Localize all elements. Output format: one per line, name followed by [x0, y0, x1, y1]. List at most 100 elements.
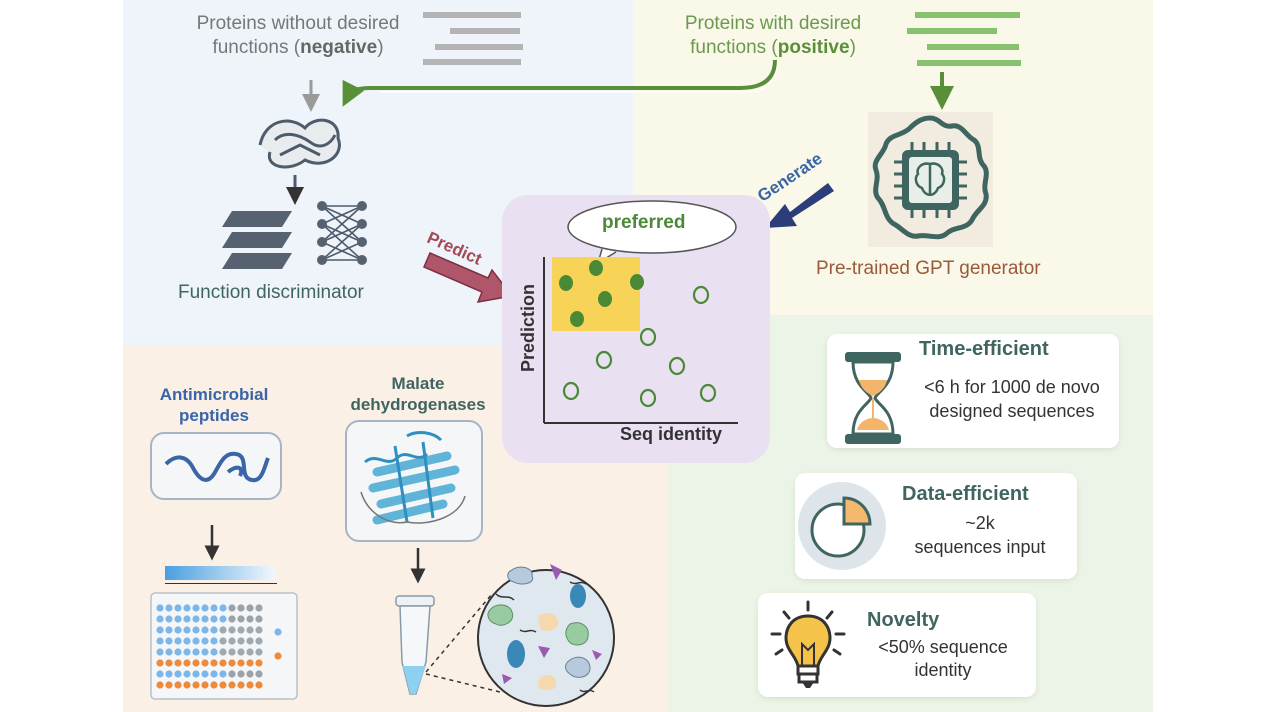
plate-well	[201, 670, 209, 678]
positive-keyword: positive	[777, 37, 850, 58]
plate-well	[192, 648, 200, 656]
gpt-generator-label: Pre-trained GPT generator	[816, 258, 1041, 279]
plate-well	[183, 681, 191, 689]
data-efficient-line2: sequences input	[914, 537, 1046, 557]
preferred-label: preferred	[602, 212, 686, 233]
plot-ylabel: Prediction	[518, 283, 538, 372]
seq-bar	[423, 12, 521, 18]
preferred-bubble	[567, 200, 737, 254]
plate-well	[246, 615, 254, 623]
plate-well	[192, 604, 200, 612]
plate-well	[165, 637, 173, 645]
plate-well	[183, 670, 191, 678]
plate-well	[255, 681, 263, 689]
mdh-title: Malate dehydrogenases	[350, 374, 486, 414]
seq-bar	[435, 44, 523, 50]
plate-well	[237, 659, 245, 667]
plate-well	[210, 681, 218, 689]
plate-well	[219, 681, 227, 689]
plate-well	[237, 637, 245, 645]
open-point	[699, 383, 717, 403]
plate-legend-dot	[274, 652, 282, 660]
plate-well	[210, 648, 218, 656]
microcentrifuge-tube	[395, 595, 435, 695]
plate-well	[192, 637, 200, 645]
prediction-plot	[543, 200, 738, 424]
plate-well	[183, 637, 191, 645]
plate-well	[165, 648, 173, 656]
plate-well	[201, 648, 209, 656]
plate-well	[219, 615, 227, 623]
novelty-line1: <50% sequence	[878, 637, 1008, 657]
plate-well	[210, 626, 218, 634]
data-efficient-title: Data-efficient	[902, 483, 1029, 505]
positive-curve-shadow	[380, 59, 779, 93]
mdh-structure-icon	[360, 431, 466, 525]
plate-well	[165, 670, 173, 678]
plate-well	[156, 637, 164, 645]
plate-well	[174, 659, 182, 667]
open-point	[692, 285, 710, 305]
plate-well	[156, 648, 164, 656]
plate-well	[219, 637, 227, 645]
positive-line1: Proteins with desired	[684, 13, 862, 34]
plate-well	[156, 615, 164, 623]
open-point	[595, 350, 613, 370]
plate-well	[255, 670, 263, 678]
plate-well	[192, 681, 200, 689]
plate-well	[246, 637, 254, 645]
plate-well	[192, 615, 200, 623]
concentration-gradient-bar	[165, 566, 275, 580]
seq-bar	[917, 60, 1021, 66]
plate-well	[246, 648, 254, 656]
plate-well	[237, 615, 245, 623]
plate-well	[183, 626, 191, 634]
plate-well	[237, 681, 245, 689]
plate-well	[183, 604, 191, 612]
peptide-box	[150, 432, 282, 500]
plate-well	[210, 659, 218, 667]
plate-well	[201, 659, 209, 667]
negative-keyword: negative	[300, 37, 378, 58]
plate-well	[165, 659, 173, 667]
plate-well	[165, 604, 173, 612]
well-plate	[150, 592, 298, 700]
plate-well	[228, 648, 236, 656]
plate-well	[165, 626, 173, 634]
plate-well	[246, 681, 254, 689]
filled-point	[570, 311, 584, 327]
plate-well	[210, 615, 218, 623]
plate-well	[228, 626, 236, 634]
plate-well	[255, 659, 263, 667]
neural-network-icon	[317, 201, 367, 265]
plate-well	[192, 670, 200, 678]
predict-arrow	[423, 252, 514, 303]
plate-well	[219, 626, 227, 634]
plate-well	[183, 648, 191, 656]
layers-icon	[222, 211, 292, 269]
seq-bar	[915, 12, 1020, 18]
negative-line2: functions (negative)	[212, 37, 384, 58]
pie-chart-icon	[798, 482, 886, 570]
plate-well	[246, 659, 254, 667]
plate-well	[219, 670, 227, 678]
plate-well	[201, 681, 209, 689]
peptide-icon	[164, 451, 270, 483]
plate-well	[156, 604, 164, 612]
plate-well	[219, 659, 227, 667]
plate-well	[237, 670, 245, 678]
plate-well	[246, 670, 254, 678]
plate-well	[174, 648, 182, 656]
open-point	[668, 356, 686, 376]
negative-line1: Proteins without desired	[196, 13, 400, 34]
plot-xlabel: Seq identity	[620, 424, 723, 444]
time-efficient-title: Time-efficient	[919, 338, 1049, 360]
plate-well	[156, 670, 164, 678]
plate-well	[201, 604, 209, 612]
seq-bar	[423, 59, 521, 65]
generate-arrow	[765, 183, 834, 228]
plate-well	[228, 659, 236, 667]
plate-well	[228, 637, 236, 645]
